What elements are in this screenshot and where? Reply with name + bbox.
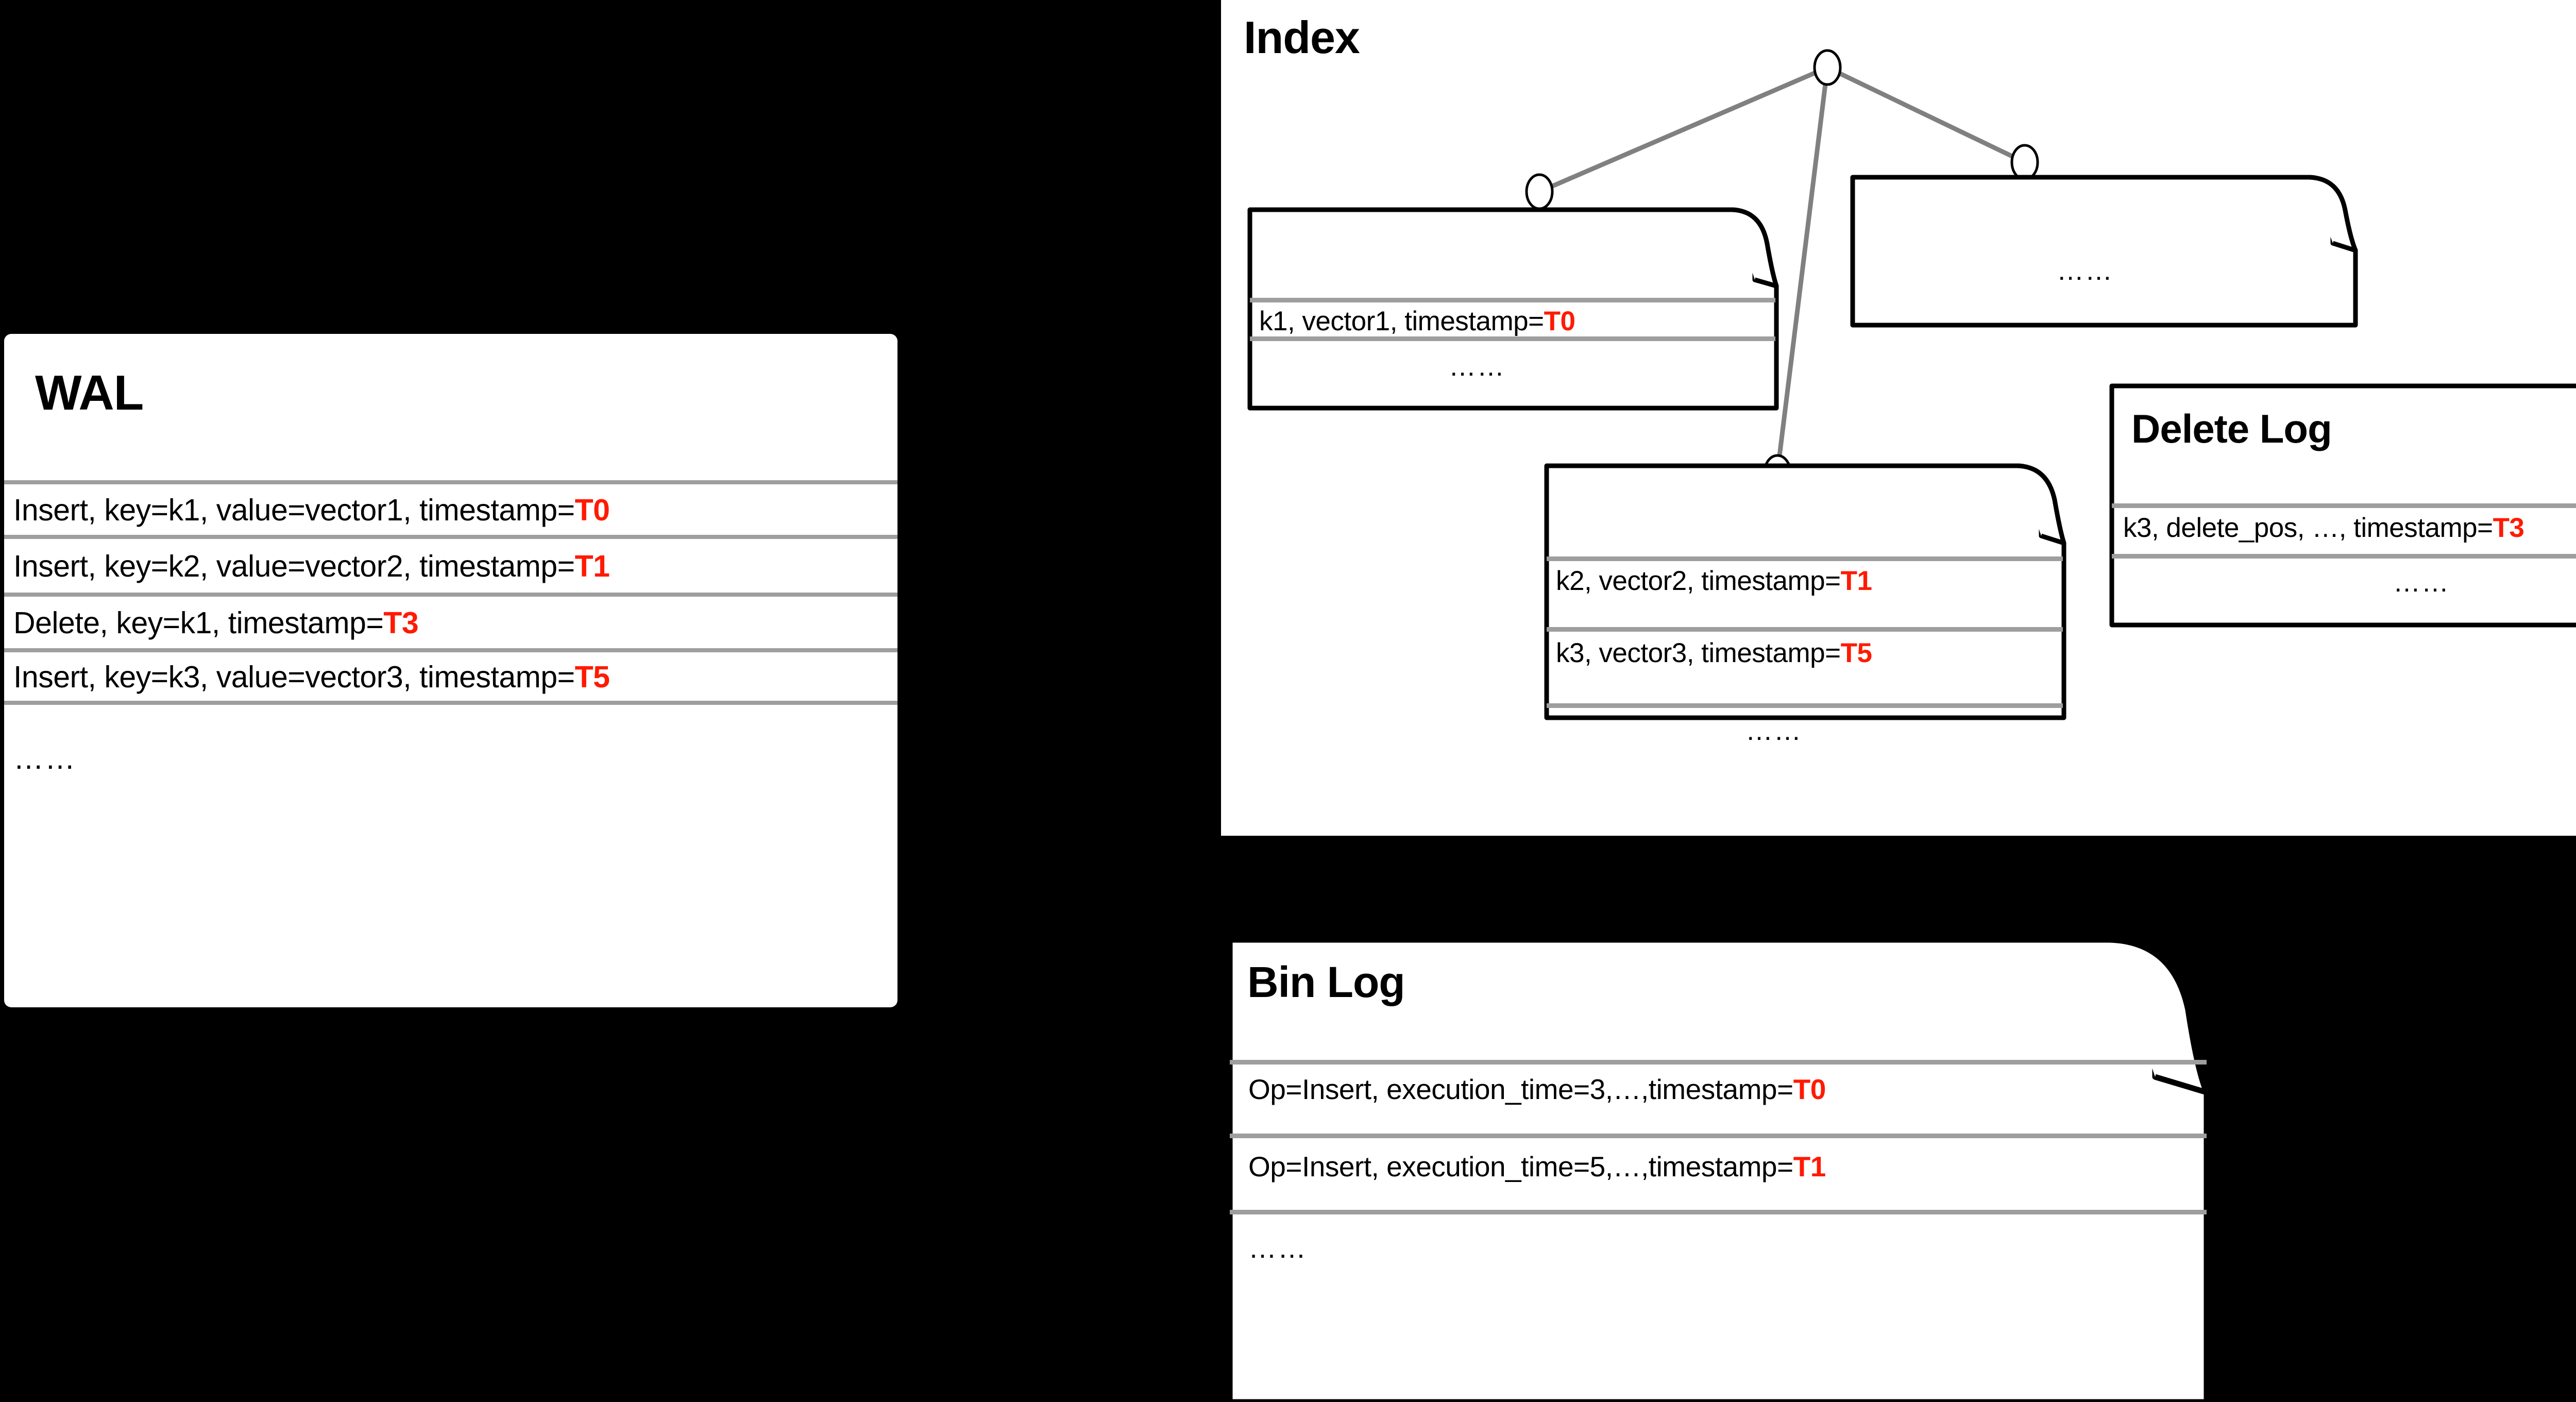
card-divider — [1547, 556, 2063, 561]
card-divider — [2112, 503, 2576, 508]
card-divider — [2112, 554, 2576, 559]
card-divider — [1230, 1134, 2207, 1138]
wal-row: Insert, key=k3, value=vector3, timestamp… — [13, 660, 610, 695]
bin-log-row: Op=Insert, execution_time=5,…,timestamp=… — [1248, 1150, 1826, 1183]
wal-ellipsis: …… — [13, 741, 76, 775]
delete-log-row-text: k3, delete_pos, …, timestamp= — [2123, 513, 2493, 543]
index-card-row-timestamp: T0 — [1544, 306, 1575, 336]
wal-row: Delete, key=k1, timestamp=T3 — [13, 605, 419, 640]
wal-divider — [4, 593, 897, 597]
wal-row-timestamp: T0 — [574, 493, 610, 527]
bin-log-row-timestamp: T1 — [1793, 1151, 1826, 1183]
wal-divider — [4, 535, 897, 539]
card-divider — [1547, 703, 2063, 708]
card-divider — [1250, 336, 1775, 341]
bin-log-ellipsis: …… — [1248, 1232, 1307, 1264]
index-tree-edges — [1525, 49, 2039, 491]
index-card-ellipsis: …… — [1745, 716, 1802, 746]
index-card-row-timestamp: T1 — [1840, 566, 1872, 596]
delete-log-row-timestamp: T3 — [2493, 513, 2524, 543]
wal-divider — [4, 480, 897, 484]
index-title: Index — [1244, 12, 1360, 63]
delete-log-ellipsis: …… — [2393, 567, 2450, 598]
index-card-k2-k3: k2, vector2, timestamp=T1 k3, vector3, t… — [1544, 463, 2066, 746]
index-card-ellipsis: …… — [2057, 256, 2113, 286]
card-divider — [1547, 627, 2063, 632]
bin-log-row: Op=Insert, execution_time=3,…,timestamp=… — [1248, 1073, 1826, 1106]
wal-divider — [4, 648, 897, 652]
wal-row-text: Delete, key=k1, timestamp= — [13, 606, 384, 640]
index-card-row-text: k3, vector3, timestamp= — [1556, 638, 1841, 668]
wal-row-text: Insert, key=k3, value=vector3, timestamp… — [13, 660, 575, 694]
index-card-row: k3, vector3, timestamp=T5 — [1556, 637, 1872, 669]
bin-log-card: Bin Log Op=Insert, execution_time=3,…,ti… — [1227, 937, 2222, 1402]
delete-log-title: Delete Log — [2131, 406, 2332, 451]
bin-log-row-timestamp: T0 — [1793, 1073, 1826, 1105]
index-card-row-timestamp: T5 — [1840, 638, 1872, 668]
wal-panel: WAL Insert, key=k1, value=vector1, times… — [4, 334, 897, 1007]
wal-row-text: Insert, key=k2, value=vector2, timestamp… — [13, 549, 575, 583]
wal-title: WAL — [35, 365, 144, 420]
card-divider — [1230, 1060, 2207, 1065]
card-divider — [1230, 1210, 2207, 1214]
wal-row-text: Insert, key=k1, value=vector1, timestamp… — [13, 493, 575, 527]
wal-row: Insert, key=k1, value=vector1, timestamp… — [13, 493, 610, 528]
wal-row-timestamp: T3 — [383, 606, 419, 640]
index-card-row-text: k1, vector1, timestamp= — [1259, 306, 1544, 336]
delete-log-row: k3, delete_pos, …, timestamp=T3 — [2123, 512, 2524, 544]
bin-log-row-text: Op=Insert, execution_time=3,…,timestamp= — [1248, 1073, 1793, 1105]
bin-log-title: Bin Log — [1247, 958, 1405, 1006]
index-panel: Index k1, vector1, timestamp=T0 — [1221, 0, 2576, 836]
bin-log-row-text: Op=Insert, execution_time=5,…,timestamp= — [1248, 1151, 1793, 1183]
wal-row: Insert, key=k2, value=vector2, timestamp… — [13, 549, 610, 584]
index-card-ellipsis: …… — [1449, 351, 1505, 382]
index-card-row: k1, vector1, timestamp=T0 — [1259, 306, 1575, 337]
wal-row-timestamp: T1 — [574, 549, 610, 583]
index-card-k1: k1, vector1, timestamp=T0 …… — [1247, 207, 1779, 411]
index-card-ellipsis-node: …… — [1850, 175, 2358, 328]
wal-divider — [4, 701, 897, 705]
wal-row-timestamp: T5 — [574, 660, 610, 694]
delete-log-card: Delete Log k3, delete_pos, …, timestamp=… — [2109, 383, 2576, 628]
card-divider — [1250, 298, 1775, 302]
index-card-row-text: k2, vector2, timestamp= — [1556, 566, 1841, 596]
index-card-row: k2, vector2, timestamp=T1 — [1556, 565, 1872, 597]
